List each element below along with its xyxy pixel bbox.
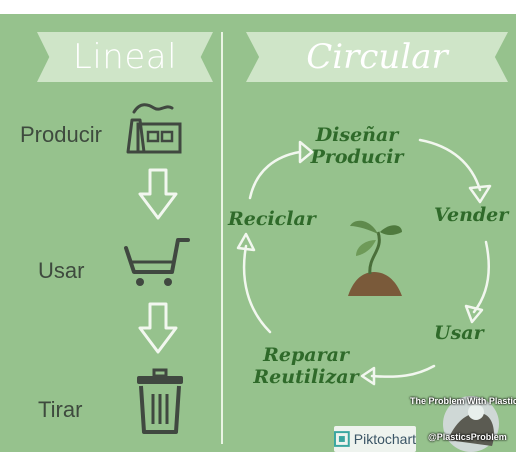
- divider: [221, 32, 223, 444]
- cycle-label-reciclar: Reciclar: [228, 208, 316, 230]
- circular-ribbon: Circular: [246, 32, 508, 82]
- trash-icon: [137, 368, 183, 434]
- step-label-producir: Producir: [20, 122, 102, 147]
- step-label-tirar: Tirar: [38, 397, 83, 422]
- down-arrow-icon: [138, 302, 178, 354]
- piktochart-badge: Piktochart: [334, 426, 416, 452]
- step-label-usar: Usar: [38, 258, 85, 283]
- cart-icon: [124, 238, 190, 286]
- credit-photo: [443, 396, 499, 452]
- bottom-margin: [0, 452, 516, 460]
- lineal-title: Lineal: [72, 37, 178, 77]
- lineal-ribbon: Lineal: [37, 32, 213, 82]
- piktochart-label: Piktochart: [353, 431, 416, 447]
- cycle-label-disenar: Diseñar Producir: [310, 124, 404, 168]
- circular-title: Circular: [306, 37, 448, 77]
- cycle-label-usar: Usar: [434, 322, 484, 344]
- sprout-icon: [348, 220, 402, 296]
- factory-icon: [126, 103, 182, 154]
- credit-handle: @PlasticsProblem: [428, 432, 507, 442]
- cycle-label-vender: Vender: [434, 204, 509, 226]
- piktochart-logo-icon: [334, 431, 350, 447]
- credit-title: The Problem With Plastic: [410, 396, 516, 406]
- down-arrow-icon: [138, 168, 178, 220]
- cycle-arrows: [236, 138, 492, 386]
- cycle-label-reparar: Reparar Reutilizar: [253, 344, 359, 388]
- top-margin: [0, 0, 516, 14]
